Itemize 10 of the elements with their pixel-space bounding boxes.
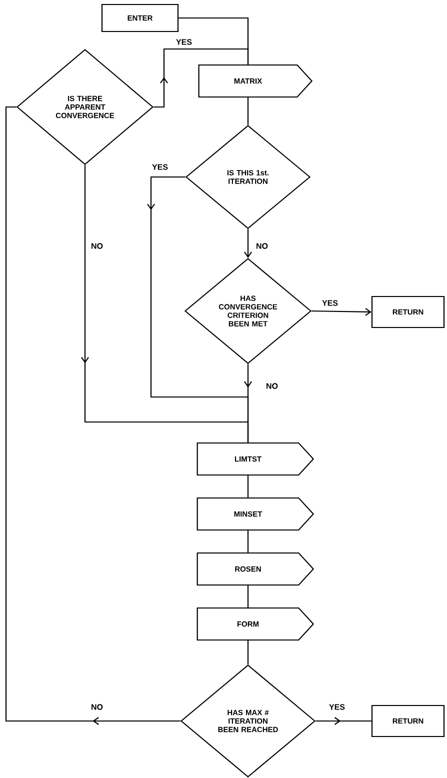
edge-label: YES	[175, 38, 193, 46]
edge-label: YES	[321, 299, 339, 307]
edge-label: NO	[265, 382, 279, 390]
edge-label: YES	[151, 163, 169, 171]
edge-label: YES	[328, 703, 346, 711]
arrow	[312, 308, 372, 316]
arrow	[244, 229, 252, 258]
edge-label: NO	[255, 242, 269, 250]
edge-label: NO	[90, 703, 104, 711]
edge-label: NO	[90, 242, 104, 250]
